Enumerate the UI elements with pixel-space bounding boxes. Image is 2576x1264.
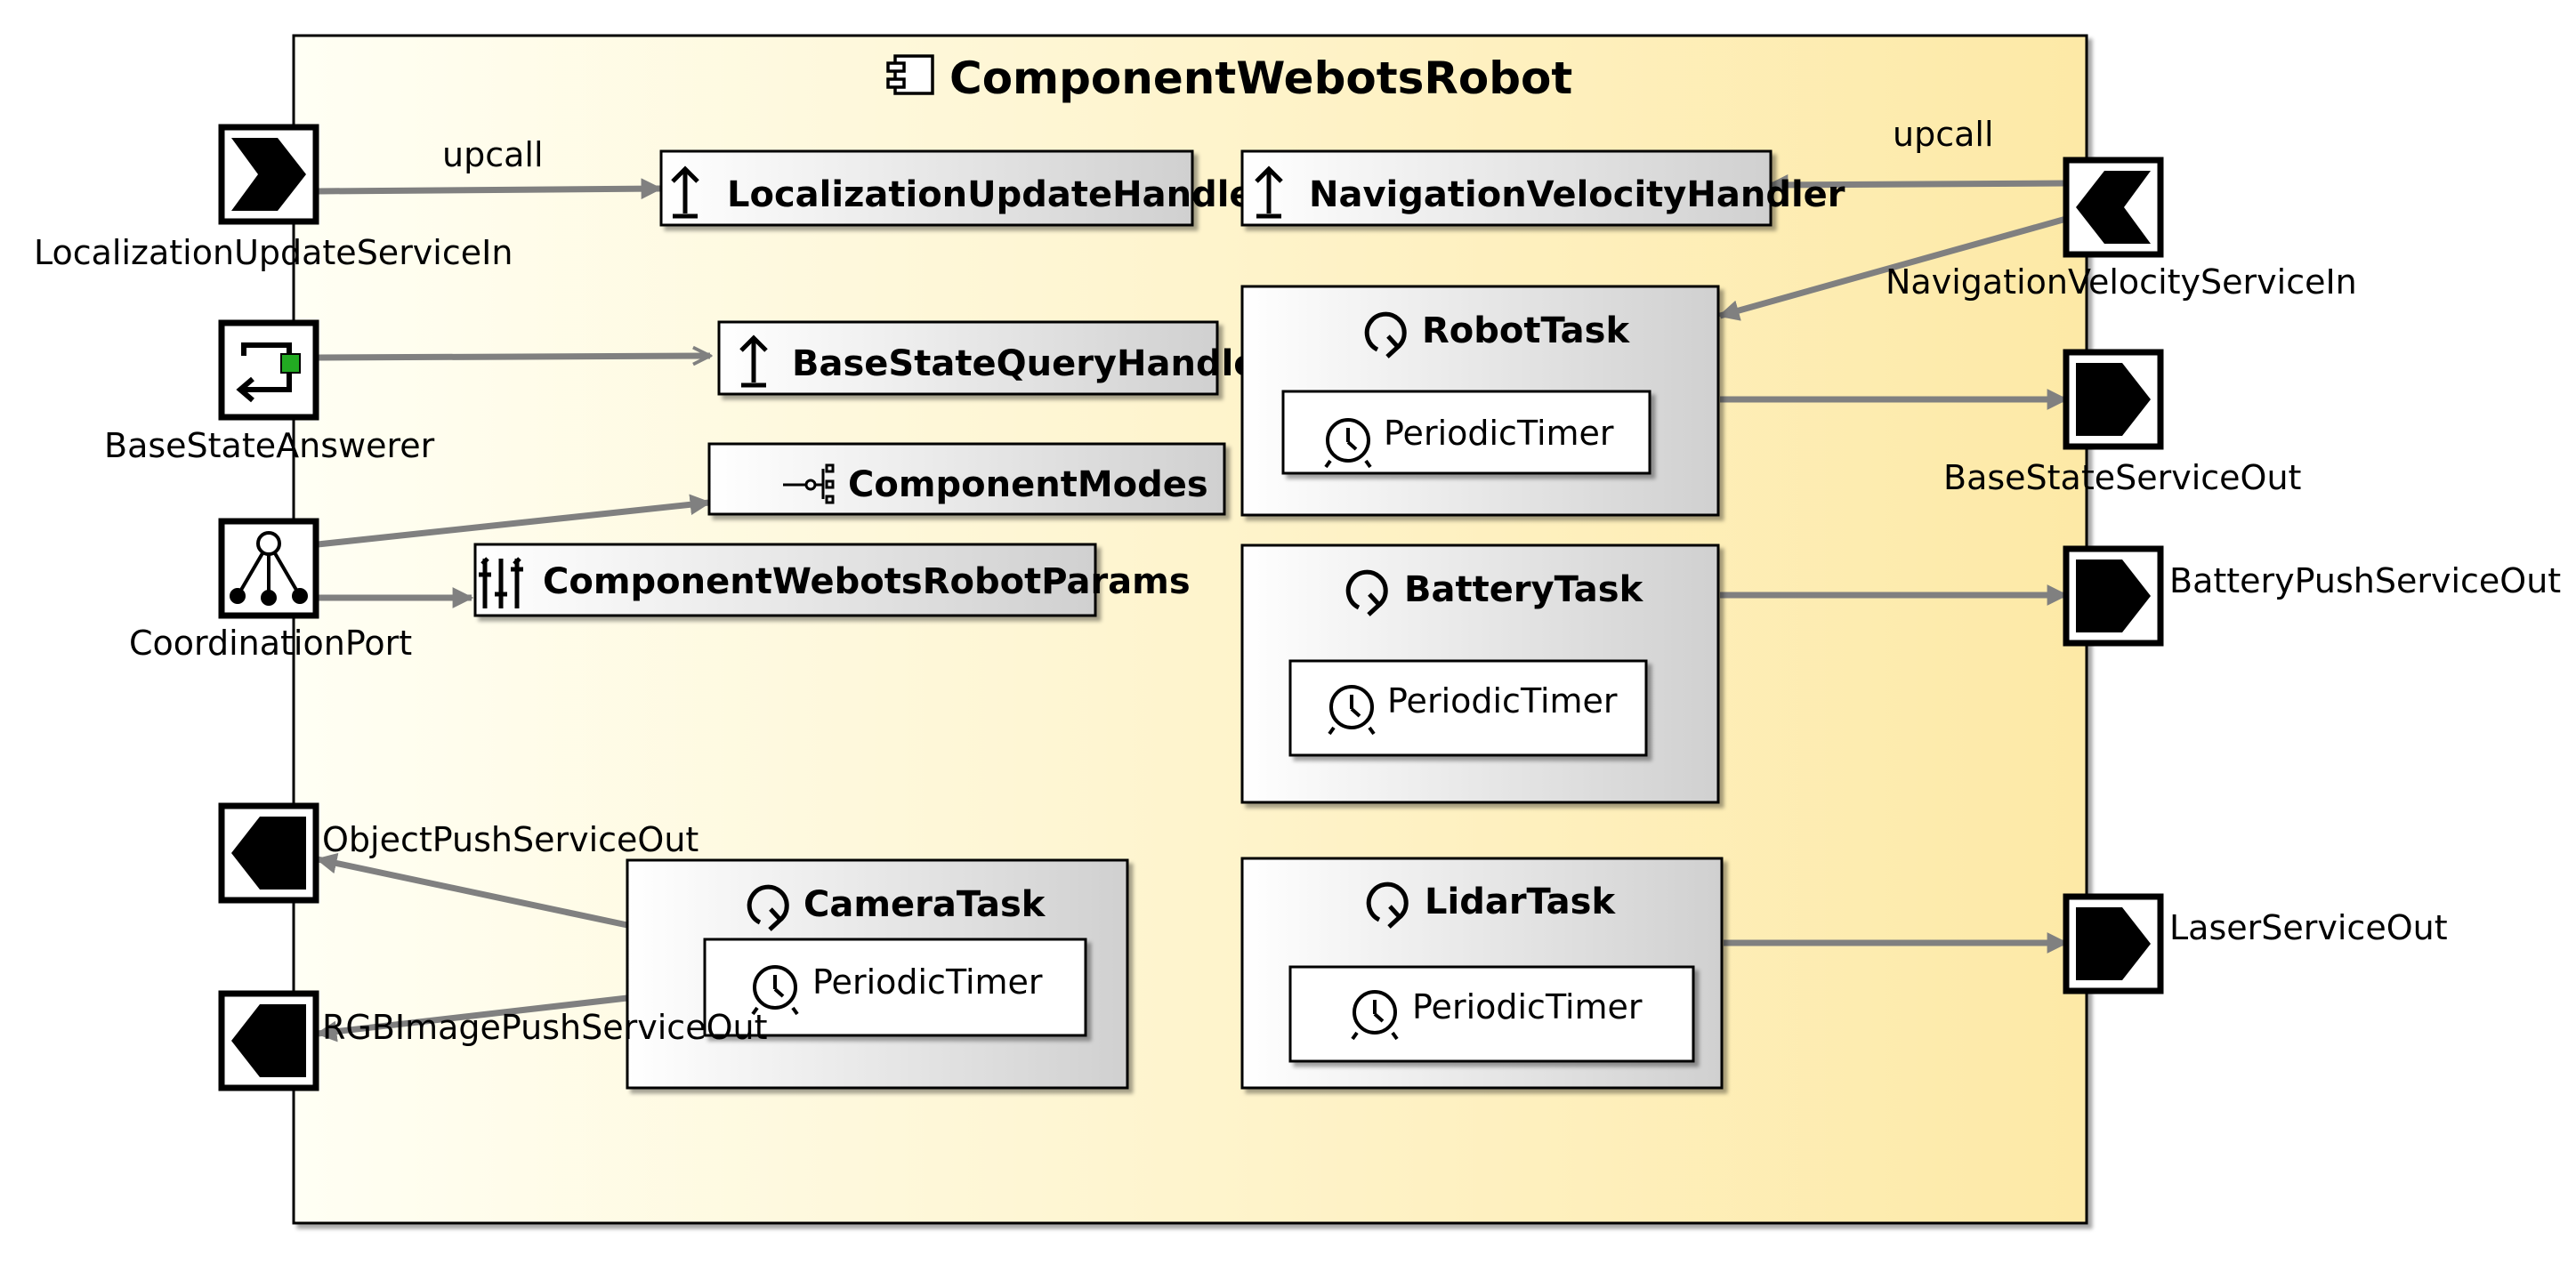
connector-navigation bbox=[1766, 173, 2067, 196]
timer-robot[interactable]: PeriodicTimer bbox=[1281, 390, 1651, 475]
answerer-icon bbox=[236, 342, 292, 403]
timer-icon bbox=[751, 965, 799, 1016]
connector-object-push bbox=[315, 852, 628, 929]
component-params[interactable]: ComponentWebotsRobotParams bbox=[473, 543, 1191, 617]
port-coordination-label: CoordinationPort bbox=[129, 624, 412, 663]
task-camera[interactable]: CameraTask PeriodicTimer bbox=[626, 858, 1129, 1090]
service-out-icon bbox=[231, 1004, 306, 1077]
task-robot[interactable]: RobotTask PeriodicTimer bbox=[1240, 285, 1720, 517]
port-localization-in[interactable]: LocalizationUpdateServiceIn bbox=[34, 124, 513, 272]
timer-battery-label: PeriodicTimer bbox=[1387, 681, 1618, 721]
handler-navigation-label: NavigationVelocityHandler bbox=[1309, 174, 1845, 215]
connector-component-modes bbox=[317, 494, 712, 548]
component-modes-label: ComponentModes bbox=[848, 464, 1208, 505]
timer-icon bbox=[1328, 685, 1376, 736]
task-battery-label: BatteryTask bbox=[1404, 569, 1644, 610]
port-base-state-answerer-label: BaseStateAnswerer bbox=[104, 426, 435, 465]
service-in-icon bbox=[2076, 171, 2151, 244]
task-lidar-label: LidarTask bbox=[1425, 882, 1616, 922]
port-laser-out[interactable]: LaserServiceOut bbox=[2063, 893, 2448, 994]
task-icon bbox=[1366, 882, 1409, 929]
answerer-accent-icon bbox=[280, 353, 301, 374]
task-lidar[interactable]: LidarTask PeriodicTimer bbox=[1240, 857, 1724, 1090]
timer-robot-label: PeriodicTimer bbox=[1384, 414, 1614, 453]
connector-base-state-query bbox=[317, 356, 710, 358]
service-in-icon bbox=[231, 138, 306, 211]
task-icon bbox=[747, 884, 789, 931]
timer-lidar[interactable]: PeriodicTimer bbox=[1288, 965, 1695, 1063]
port-localization-in-label: LocalizationUpdateServiceIn bbox=[34, 233, 513, 272]
timer-icon bbox=[1351, 990, 1399, 1041]
handler-localization[interactable]: LocalizationUpdateHandler bbox=[659, 149, 1272, 227]
modes-icon bbox=[783, 463, 835, 504]
port-base-state-out[interactable]: BaseStateServiceOut bbox=[1943, 349, 2301, 497]
connector-localization bbox=[317, 178, 663, 200]
component-container[interactable]: ComponentWebotsRobot bbox=[292, 34, 2088, 1225]
coordination-icon bbox=[230, 531, 308, 606]
task-icon bbox=[1364, 311, 1407, 358]
component-modes[interactable]: ComponentModes bbox=[707, 442, 1226, 516]
connectors: upcall upcall bbox=[315, 115, 2069, 1043]
handler-base-state-query-label: BaseStateQueryHandler bbox=[792, 343, 1275, 384]
handler-localization-label: LocalizationUpdateHandler bbox=[727, 174, 1272, 215]
task-icon bbox=[1345, 569, 1388, 616]
service-out-icon bbox=[2076, 907, 2151, 980]
timer-icon bbox=[1324, 418, 1372, 469]
service-out-icon bbox=[2076, 363, 2151, 436]
port-coordination[interactable]: CoordinationPort bbox=[129, 518, 412, 663]
upcall-handler-icon bbox=[1255, 165, 1283, 219]
timer-lidar-label: PeriodicTimer bbox=[1412, 987, 1643, 1026]
port-object-push-out-label: ObjectPushServiceOut bbox=[322, 820, 699, 859]
service-out-icon bbox=[231, 817, 306, 890]
port-rgb-image-push-out[interactable]: RGBImagePushServiceOut bbox=[218, 990, 767, 1091]
query-handler-icon bbox=[739, 334, 768, 388]
port-battery-push-out[interactable]: BatteryPushServiceOut bbox=[2063, 545, 2561, 647]
upcall-handler-icon bbox=[671, 165, 699, 219]
handler-navigation[interactable]: NavigationVelocityHandler bbox=[1240, 149, 1845, 227]
timer-battery[interactable]: PeriodicTimer bbox=[1288, 659, 1648, 757]
component-icon bbox=[886, 54, 934, 95]
service-out-icon bbox=[2076, 560, 2151, 632]
port-battery-push-out-label: BatteryPushServiceOut bbox=[2169, 561, 2561, 600]
upcall-label-right: upcall bbox=[1893, 115, 1994, 154]
upcall-label-left: upcall bbox=[442, 135, 544, 174]
task-battery[interactable]: BatteryTask PeriodicTimer bbox=[1240, 543, 1720, 804]
port-laser-out-label: LaserServiceOut bbox=[2169, 908, 2448, 947]
timer-camera[interactable]: PeriodicTimer bbox=[703, 938, 1087, 1037]
port-base-state-answerer[interactable]: BaseStateAnswerer bbox=[104, 319, 435, 465]
port-object-push-out[interactable]: ObjectPushServiceOut bbox=[218, 802, 699, 904]
task-camera-label: CameraTask bbox=[803, 884, 1046, 925]
component-title: ComponentWebotsRobot bbox=[949, 52, 1572, 104]
connector-robot-task-in bbox=[1717, 215, 2067, 321]
port-navigation-in[interactable]: NavigationVelocityServiceIn bbox=[1886, 157, 2357, 302]
handler-base-state-query[interactable]: BaseStateQueryHandler bbox=[717, 320, 1275, 396]
port-rgb-image-push-out-label: RGBImagePushServiceOut bbox=[322, 1008, 767, 1047]
port-base-state-out-label: BaseStateServiceOut bbox=[1943, 458, 2301, 497]
component-params-label: ComponentWebotsRobotParams bbox=[543, 561, 1191, 602]
port-navigation-in-label: NavigationVelocityServiceIn bbox=[1886, 262, 2357, 302]
connector-rgb-image-push bbox=[315, 994, 628, 1043]
task-robot-label: RobotTask bbox=[1422, 310, 1630, 351]
timer-camera-label: PeriodicTimer bbox=[812, 962, 1043, 1002]
params-icon bbox=[479, 557, 523, 608]
